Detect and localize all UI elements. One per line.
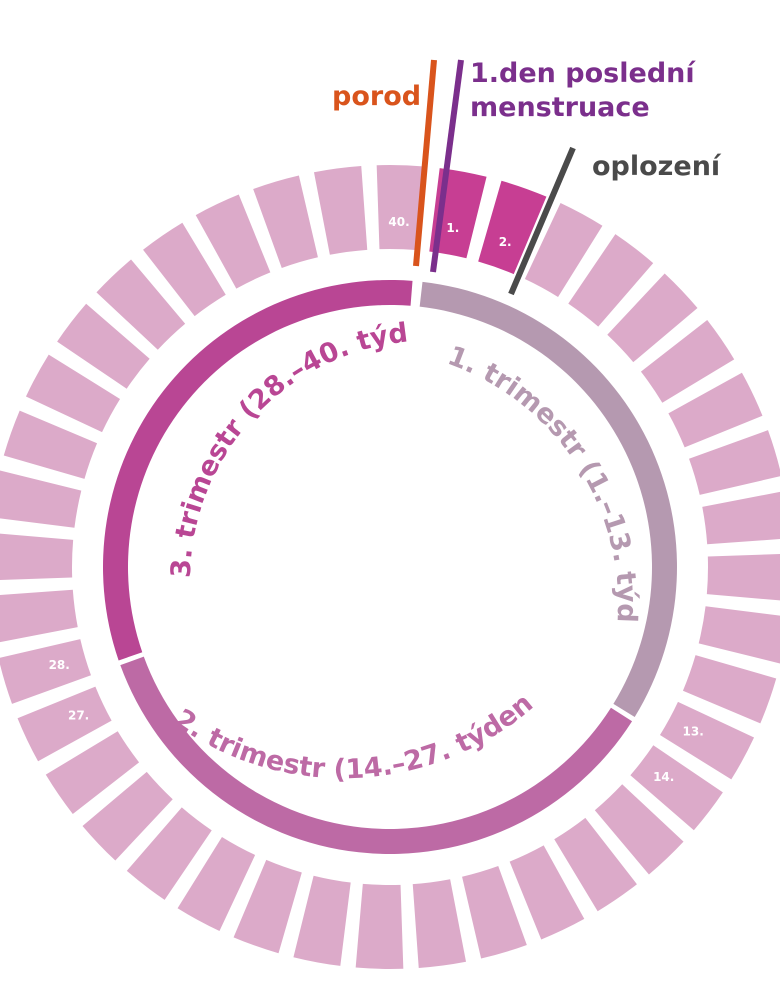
week-segment-2 (478, 180, 547, 275)
week-segment-4 (568, 234, 654, 327)
trimester-1-arc (419, 281, 677, 717)
week-segment-7 (668, 372, 763, 448)
week-segment-21 (293, 875, 351, 966)
week-segment-12 (682, 655, 777, 724)
week-segment-6 (640, 320, 735, 403)
week-label-28: 28. (49, 658, 70, 672)
week-segment-18 (462, 866, 527, 959)
trimester-2-arc (120, 656, 633, 855)
week-segment-24 (126, 807, 212, 900)
week-segment-15 (594, 784, 684, 875)
last-period-label-line2: menstruace (470, 92, 650, 123)
week-segment-39 (313, 166, 368, 255)
week-segment-29 (0, 589, 78, 643)
week-segment-23 (177, 836, 256, 932)
week-segment-34 (57, 303, 150, 389)
trimester-ring (102, 279, 677, 855)
week-segment-28 (0, 639, 91, 704)
birth-label: porod (332, 81, 421, 112)
week-segment-10 (706, 554, 780, 601)
week-segment-25 (82, 771, 173, 861)
week-label-13: 13. (683, 725, 704, 739)
week-segment-9 (702, 491, 780, 545)
week-segment-40 (376, 164, 425, 251)
week-label-2: 2. (499, 235, 512, 249)
week-segment-22 (233, 859, 302, 954)
week-segment-38 (253, 175, 318, 268)
week-segment-32 (3, 410, 98, 479)
week-segment-37 (195, 194, 271, 289)
week-segment-16 (554, 817, 637, 912)
week-segment-13 (659, 701, 755, 780)
week-segment-17 (509, 845, 585, 940)
week-segment-19 (412, 879, 467, 968)
week-label-27: 27. (68, 709, 89, 723)
week-segment-3 (524, 202, 603, 298)
week-segment-27 (17, 686, 112, 762)
week-segment-8 (689, 430, 780, 495)
week-label-1: 1. (446, 221, 459, 235)
week-segment-5 (607, 273, 698, 363)
week-segment-30 (0, 533, 74, 580)
trimester-3-arc (102, 279, 413, 661)
week-label-14: 14. (653, 770, 674, 784)
week-segment-33 (25, 354, 121, 433)
last-period-label-line1: 1.den poslední (470, 58, 696, 89)
week-segments: 1. 2. 13. 14. 27. 28. 40. (0, 164, 780, 969)
week-segment-26 (45, 731, 140, 814)
week-label-40: 40. (388, 215, 409, 229)
conception-marker-line (508, 146, 576, 296)
week-segment-35 (96, 259, 186, 350)
last-period-marker-line (430, 59, 464, 273)
week-segment-31 (0, 470, 82, 528)
week-segment-20 (355, 883, 404, 969)
week-segment-36 (143, 222, 226, 317)
conception-label: oplození (592, 151, 722, 182)
week-segment-14 (630, 745, 723, 831)
week-segment-11 (698, 606, 780, 664)
birth-marker-line (413, 59, 437, 267)
